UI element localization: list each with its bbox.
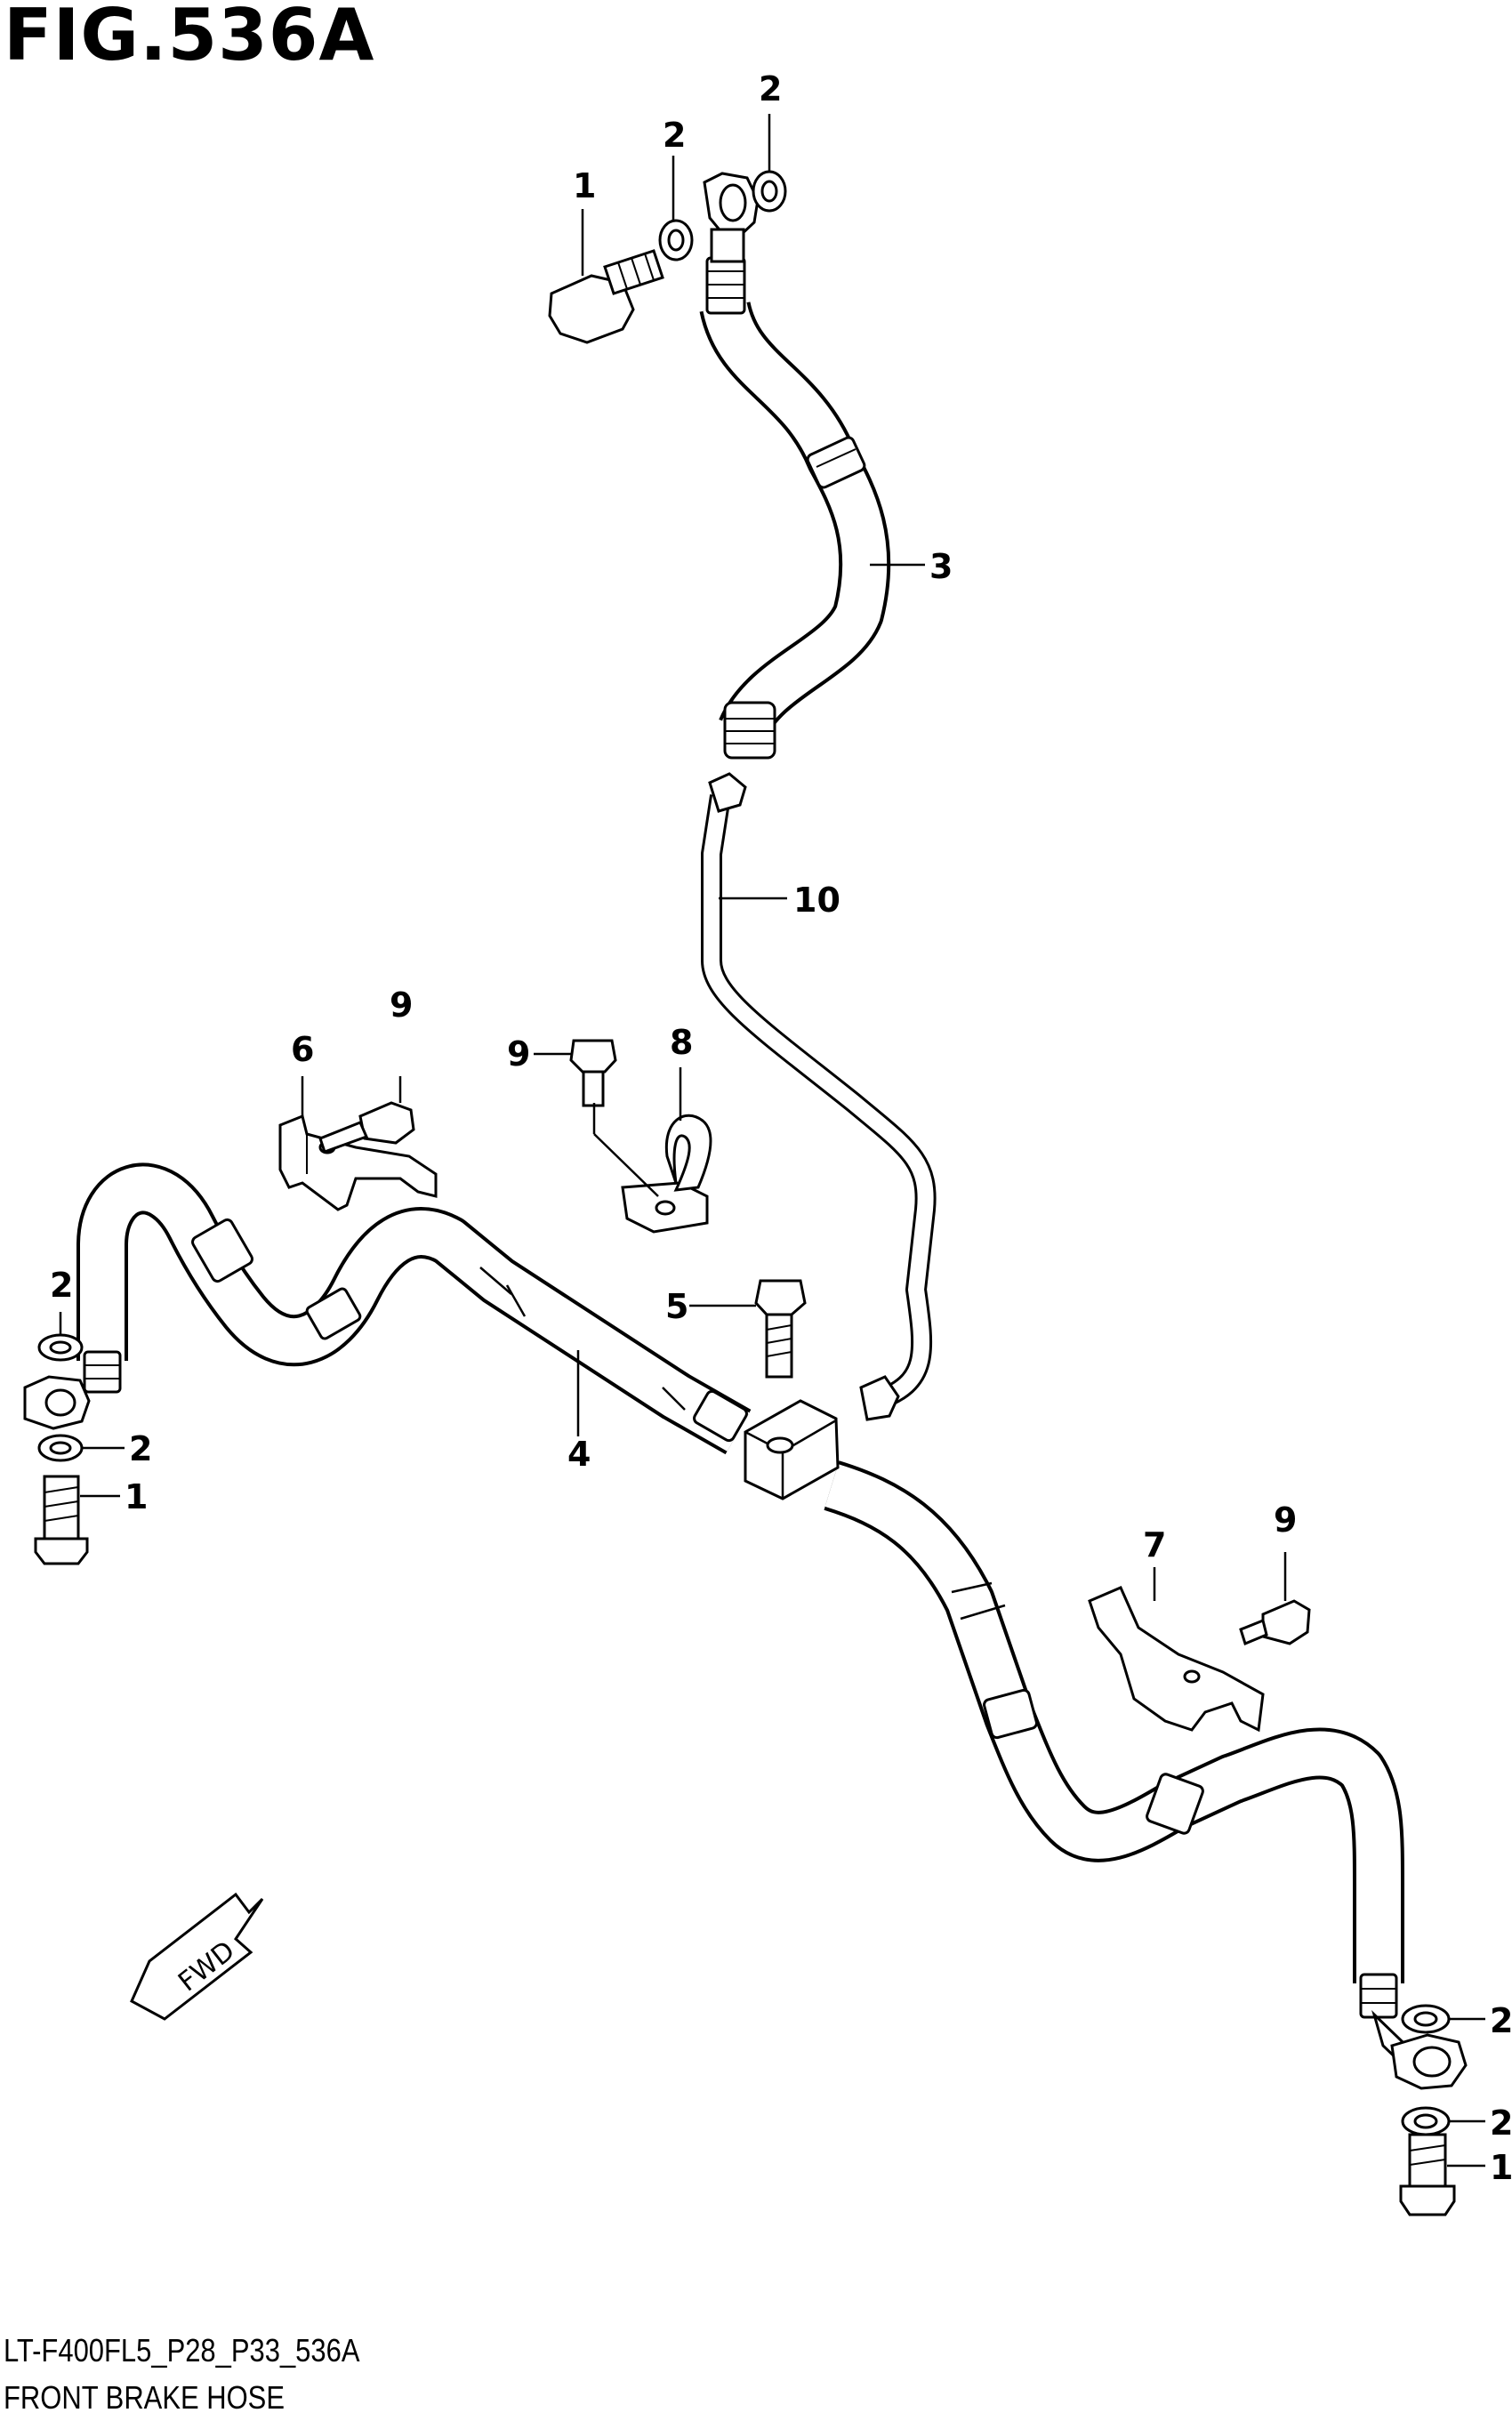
union-bolt-top <box>548 249 664 344</box>
figure-title: FIG.536A <box>4 0 375 76</box>
figure-code: LT-F400FL5_P28_P33_536A <box>4 2332 360 2369</box>
callout-1-top: 1 <box>573 166 596 205</box>
callout-9-a: 9 <box>390 985 413 1025</box>
callout-3: 3 <box>929 547 953 586</box>
callout-1-left: 1 <box>125 1477 148 1516</box>
callout-2-left-b: 2 <box>129 1429 152 1468</box>
forward-direction-arrow: FWD <box>130 1892 264 2021</box>
brake-pipe <box>701 772 937 1421</box>
callout-7: 7 <box>1143 1525 1166 1564</box>
callout-4: 4 <box>567 1435 591 1474</box>
clamp-bolt-a <box>318 1101 415 1154</box>
callout-1-right: 1 <box>1490 2148 1512 2187</box>
joint-bolt <box>754 1279 807 1379</box>
union-bolt-left <box>34 1475 89 1565</box>
callout-8: 8 <box>670 1023 693 1062</box>
pipe-clamp <box>621 1114 712 1234</box>
upper-brake-hose <box>699 172 891 760</box>
union-bolt-right <box>1399 2133 1456 2216</box>
callout-10: 10 <box>793 881 840 920</box>
callout-5: 5 <box>665 1287 688 1326</box>
callout-numbers: 1 2 2 3 10 9 6 9 8 2 2 1 5 4 7 9 2 2 1 <box>50 69 1512 2187</box>
callout-9-b: 9 <box>507 1034 530 1074</box>
callout-6: 6 <box>291 1030 314 1069</box>
callout-2-top-b: 2 <box>759 69 782 109</box>
left-brake-hose <box>23 1162 752 1455</box>
figure-caption: FRONT BRAKE HOSE <box>4 2379 285 2416</box>
right-brake-hose <box>824 1460 1468 2090</box>
callout-2-right-b: 2 <box>1490 2103 1512 2143</box>
clamp-bolt-b <box>569 1039 617 1107</box>
gasket-washers <box>37 170 1451 2136</box>
leader-lines <box>59 114 1485 2168</box>
callout-2-left-a: 2 <box>50 1266 73 1305</box>
clamp-bolt-c <box>1239 1599 1311 1646</box>
brake-hose-joint <box>744 1399 840 1500</box>
callout-2-right-a: 2 <box>1490 2001 1512 2040</box>
hose-clamp-right <box>1088 1586 1265 1733</box>
callout-2-top-a: 2 <box>663 116 686 155</box>
callout-9-c: 9 <box>1274 1500 1297 1540</box>
